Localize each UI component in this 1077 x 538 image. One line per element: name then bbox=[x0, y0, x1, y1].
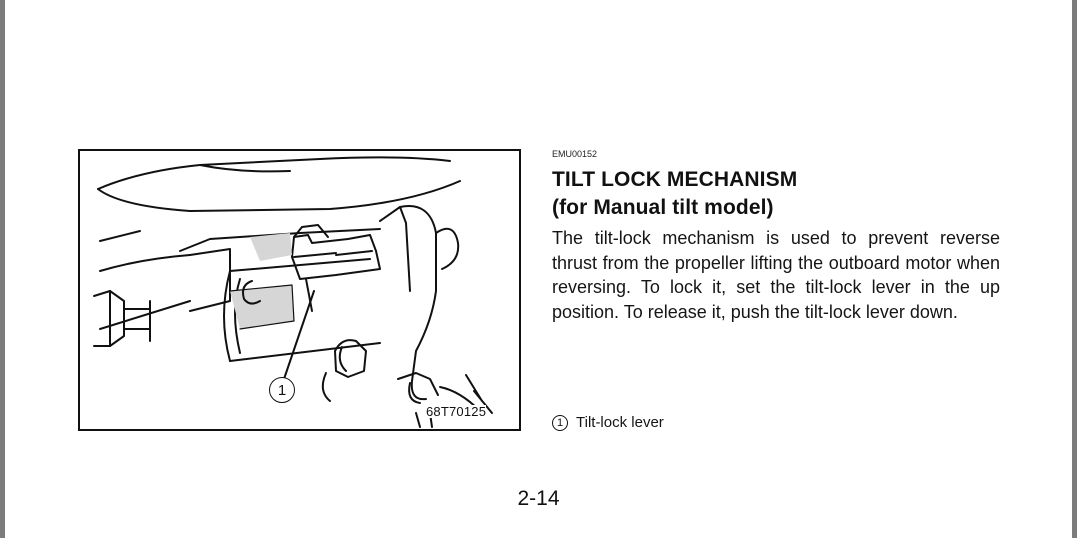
section-subtitle: (for Manual tilt model) bbox=[552, 196, 774, 219]
legend-number: 1 bbox=[552, 414, 568, 431]
page-edge-right bbox=[1072, 0, 1077, 538]
figure-legend: 1 Tilt-lock lever bbox=[552, 414, 664, 431]
callout-number: 1 bbox=[269, 377, 295, 403]
lower-bolt bbox=[334, 339, 367, 378]
housing-top-line bbox=[97, 156, 451, 190]
page-edge-left bbox=[0, 0, 5, 538]
reference-code: EMU00152 bbox=[552, 149, 598, 159]
pivot-bracket bbox=[379, 205, 437, 401]
section-body: The tilt-lock mechanism is used to preve… bbox=[552, 228, 1000, 322]
legend-label: Tilt-lock lever bbox=[576, 414, 664, 431]
housing-top-curve bbox=[97, 180, 461, 212]
figure-code: 68T70125 bbox=[426, 404, 487, 419]
page-number: 2-14 bbox=[517, 487, 560, 510]
section-text: EMU00152 TILT LOCK MECHANISM (for Manual… bbox=[552, 148, 1000, 324]
lever-body bbox=[291, 234, 381, 280]
callout-leader bbox=[283, 290, 315, 380]
section-title: TILT LOCK MECHANISM bbox=[552, 168, 798, 191]
illustration-drawing bbox=[93, 156, 493, 428]
tilt-lock-illustration: 1 68T70125 bbox=[78, 149, 521, 431]
left-bolt bbox=[93, 290, 125, 347]
